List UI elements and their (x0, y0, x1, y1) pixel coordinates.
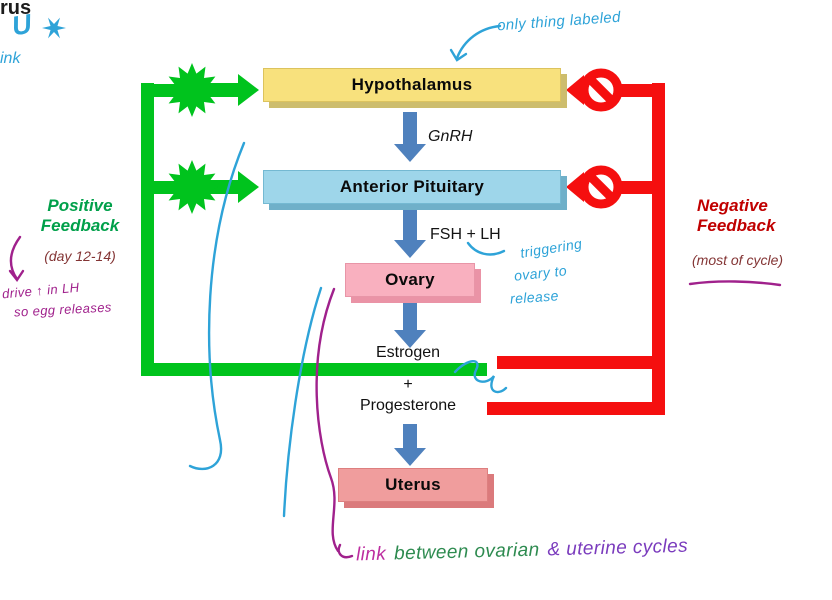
node-uterus-label: Uterus (385, 475, 441, 494)
flow-arrow-down (394, 112, 426, 466)
node-anterior-pituitary-label: Anterior Pituitary (339, 177, 485, 196)
no-entry-icon (579, 68, 623, 209)
label-positive-feedback: Positive Feedback (40, 196, 120, 235)
corner-scribble-ink: ink (0, 50, 21, 67)
note-negative-feedback: (most of cycle) (692, 252, 784, 268)
node-uterus: Uterus (338, 468, 488, 502)
label-fsh-lh: FSH + LH (430, 226, 501, 243)
positive-feedback-path (141, 74, 487, 376)
negative-feedback-path (487, 75, 665, 415)
label-negative-feedback: Negative Feedback (697, 196, 776, 235)
node-ovary-label: Ovary (385, 270, 435, 289)
label-estrogen: Estrogen (375, 344, 441, 361)
starburst-icon (165, 63, 219, 214)
purple-marker-strokes (8, 235, 782, 559)
node-hypothalamus: Hypothalamus (263, 68, 561, 102)
annotation-triggering-line3: release (509, 287, 560, 307)
label-gnrh: GnRH (428, 128, 473, 145)
blue-marker-strokes (188, 24, 508, 518)
label-plus: + (403, 376, 413, 393)
label-progesterone: Progesterone (359, 397, 457, 414)
node-anterior-pituitary: Anterior Pituitary (263, 170, 561, 204)
corner-partial-text: rus (0, 0, 32, 19)
annotation-between-ovarian: between ovarian (393, 539, 540, 565)
note-positive-feedback: (day 12-14) (44, 248, 116, 264)
scribble-star-icon (42, 17, 66, 39)
node-ovary: Ovary (345, 263, 475, 297)
node-hypothalamus-label: Hypothalamus (351, 75, 473, 94)
annotation-uterine-cycles: & uterine cycles (547, 535, 689, 561)
annotation-link-word: link (355, 543, 387, 566)
